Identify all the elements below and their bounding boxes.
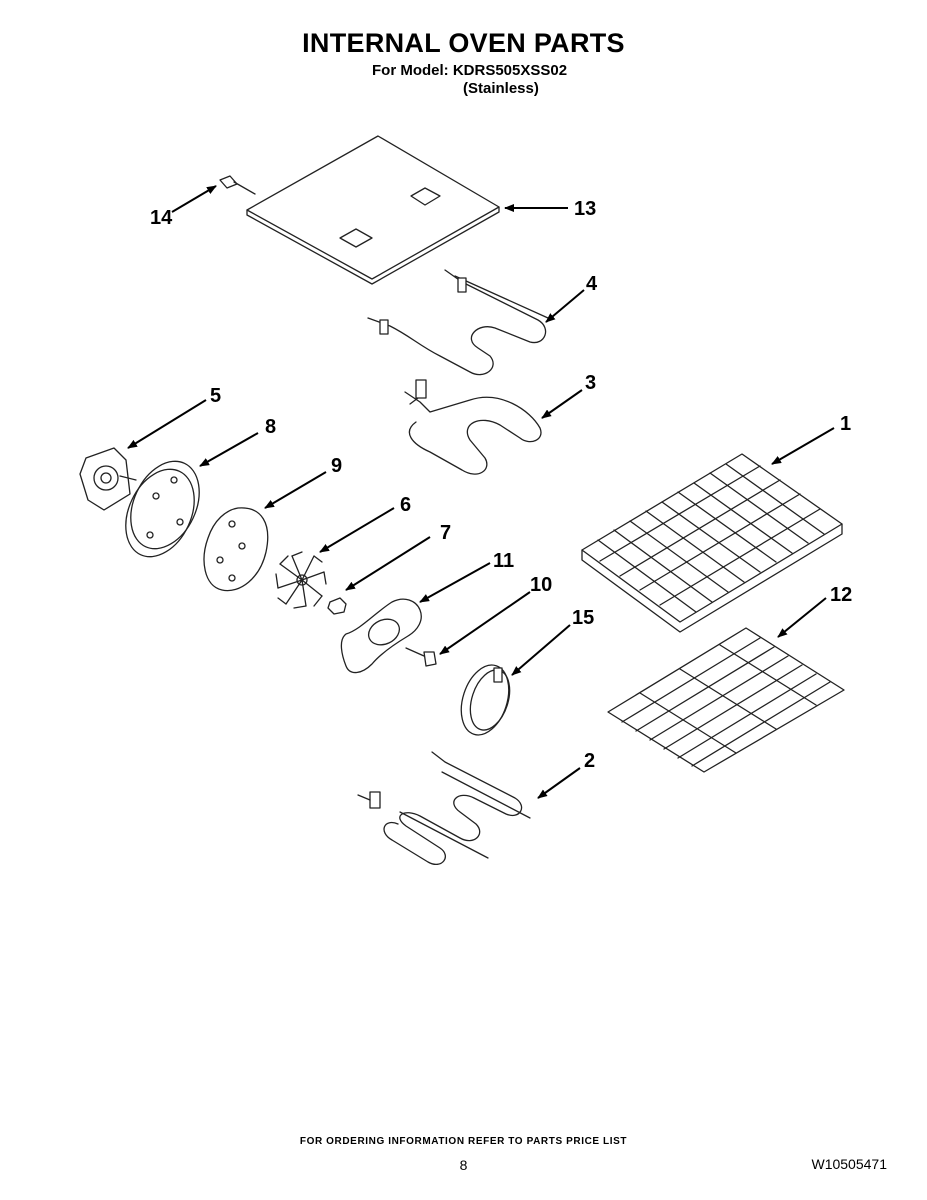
leader-4 [545,289,585,323]
part-8-insulation-disc [125,460,200,558]
callout-12: 12 [830,584,852,606]
part-13-ceiling-panel [246,135,500,285]
part-14-screw [219,175,256,195]
leader-15 [511,624,571,676]
callout-7: 7 [440,522,451,544]
callout-14: 14 [150,207,173,229]
part-5-fan-motor [79,447,137,511]
callout-3: 3 [585,372,596,394]
ordering-note: FOR ORDERING INFORMATION REFER TO PARTS … [299,1136,628,1147]
leader-1 [771,427,835,465]
leader-9 [264,471,327,509]
callout-1: 1 [840,413,851,435]
leader-2 [537,767,581,799]
part-9-cover-plate [203,507,269,592]
leader-6 [319,507,395,553]
document-number: W10505471 [811,1156,887,1172]
part-7-nut [327,597,347,615]
callout-10: 10 [530,574,552,596]
callout-9: 9 [331,455,342,477]
leader-10 [439,591,531,655]
part-10-mounting-screw [405,647,437,667]
leader-12 [777,597,827,638]
callout-11: 11 [493,550,514,572]
part-15-circular-element [460,664,511,736]
leader-lines [127,185,835,799]
callout-numbers: 14 13 4 3 5 8 9 6 7 11 10 15 1 12 2 [150,198,852,772]
callout-15: 15 [572,607,594,629]
part-4-broil-element [367,269,549,376]
leader-5 [127,399,207,449]
part-1-oven-rack [581,453,843,633]
leader-8 [199,432,259,467]
callout-13: 13 [574,198,596,220]
page-title: INTERNAL OVEN PARTS [302,28,625,58]
model-line: For Model: KDRS505XSS02 [372,62,568,79]
leader-14 [171,185,217,213]
callout-8: 8 [265,416,276,438]
leader-3 [541,389,583,419]
part-12-flat-rack [607,627,845,773]
part-6-fan-blade [275,551,327,609]
callout-4: 4 [586,273,598,295]
part-3-convection-element [404,379,542,475]
leader-11 [419,562,491,603]
part-11-fan-bracket [340,598,422,674]
leader-7 [345,536,431,591]
callout-5: 5 [210,385,221,407]
page-number: 8 [459,1157,468,1173]
model-variant: (Stainless) [463,80,539,97]
callout-2: 2 [584,750,595,772]
part-2-bake-element [357,751,531,865]
callout-6: 6 [400,494,411,516]
